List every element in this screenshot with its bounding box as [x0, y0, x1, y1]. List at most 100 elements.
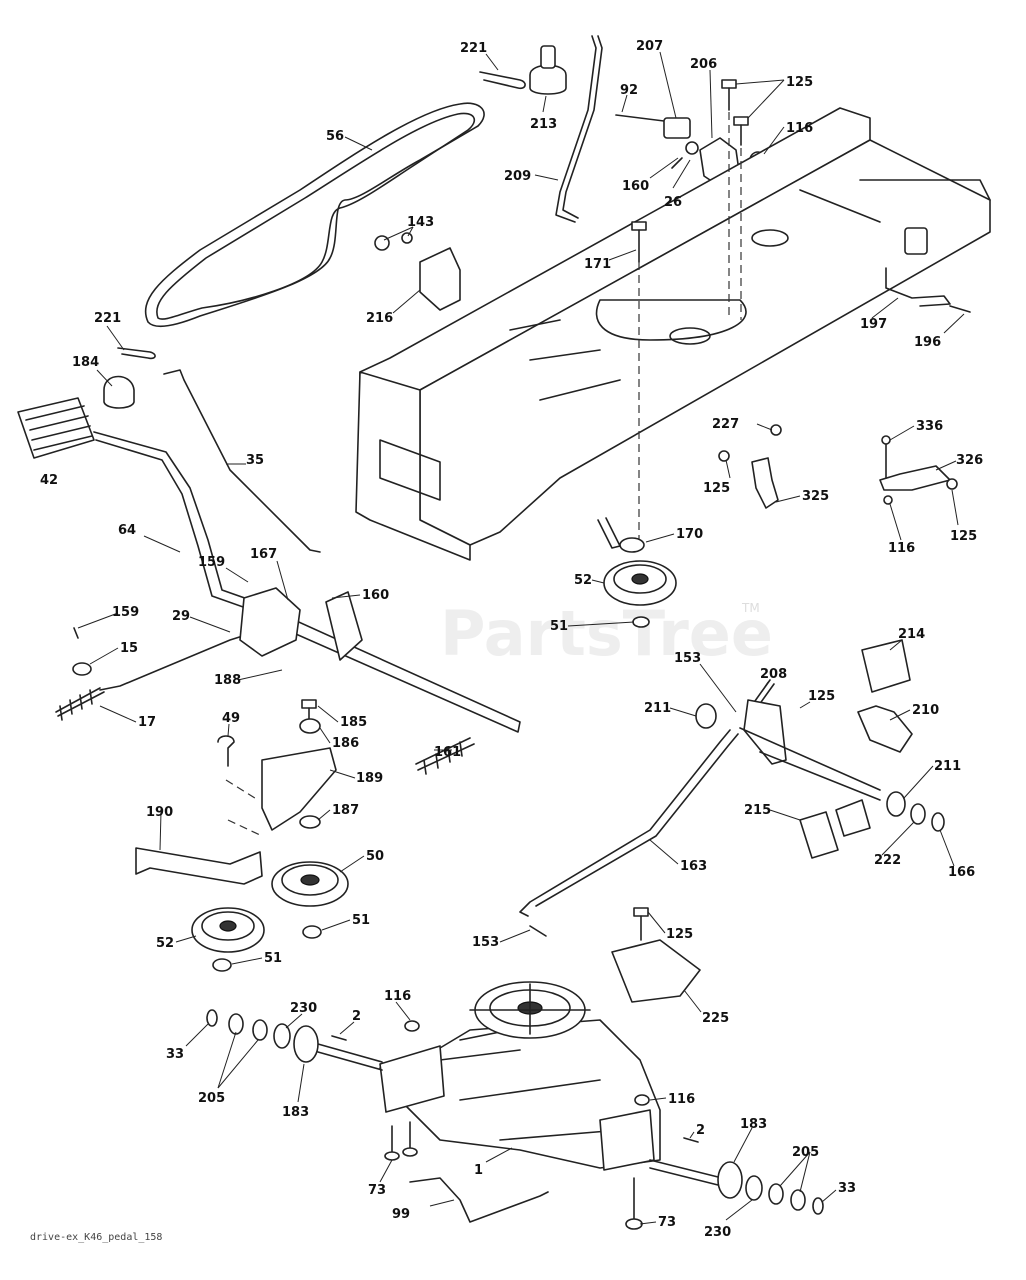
pedal-pad-214[interactable]: [861, 639, 911, 693]
bracket-216[interactable]: [374, 232, 461, 311]
bushing-211-right[interactable]: [886, 791, 906, 817]
key-2-right[interactable]: [683, 1137, 699, 1143]
watermark-text: PartsTree: [440, 597, 773, 670]
bushing-183-left[interactable]: [293, 1025, 319, 1063]
screw-196[interactable]: [949, 305, 971, 313]
rod-163[interactable]: [519, 729, 731, 917]
hairpin-clip-left[interactable]: [117, 347, 156, 360]
pulley-52-lower[interactable]: [191, 907, 265, 953]
pedal-arm-215[interactable]: [835, 799, 871, 837]
callout-73: 73: [658, 1215, 676, 1230]
callout-167: 167: [250, 547, 277, 562]
shift-rod[interactable]: [555, 35, 597, 223]
callout-64: 64: [118, 523, 136, 538]
callout-15: 15: [120, 641, 138, 656]
washer-230-right[interactable]: [745, 1175, 763, 1201]
spring-17[interactable]: [55, 687, 105, 721]
drive-belt[interactable]: [144, 102, 485, 328]
callout-116: 116: [384, 989, 411, 1004]
bushing-183-right[interactable]: [717, 1161, 743, 1199]
callout-160: 160: [362, 588, 389, 603]
key-2-left[interactable]: [331, 1035, 347, 1041]
shift-bracket[interactable]: [615, 114, 741, 189]
washer-230-left[interactable]: [273, 1023, 291, 1049]
axle-right[interactable]: [649, 1159, 723, 1179]
washer-205-right-b[interactable]: [790, 1189, 806, 1211]
nut-51-lower[interactable]: [212, 958, 232, 972]
callout-190: 190: [146, 805, 173, 820]
callout-42: 42: [40, 473, 58, 488]
nut-125-325[interactable]: [718, 450, 730, 462]
callout-35: 35: [246, 453, 264, 468]
pedal-grip[interactable]: [17, 397, 95, 459]
hairpin-clip-top[interactable]: [479, 71, 526, 90]
pedal-bracket-167[interactable]: [239, 587, 301, 657]
frame-chassis[interactable]: [355, 107, 991, 561]
spring-161[interactable]: [415, 737, 475, 775]
callout-143: 143: [407, 215, 434, 230]
washer-15[interactable]: [72, 662, 92, 676]
callout-2: 2: [696, 1123, 705, 1138]
bracket-326[interactable]: [879, 465, 951, 491]
washer-222[interactable]: [910, 803, 926, 825]
nut-125-326[interactable]: [946, 478, 958, 490]
clip-33-left[interactable]: [206, 1009, 218, 1027]
callout-225: 225: [702, 1011, 729, 1026]
washer-205-left-b[interactable]: [228, 1013, 244, 1035]
washer-170[interactable]: [619, 537, 645, 553]
nut-116-right[interactable]: [634, 1094, 650, 1106]
rod-99[interactable]: [409, 1177, 549, 1223]
axle-left[interactable]: [317, 1043, 383, 1063]
pin-159-left[interactable]: [73, 627, 79, 639]
bolt-49[interactable]: [217, 735, 235, 767]
callout-230: 230: [704, 1225, 731, 1240]
bushing-211-left[interactable]: [695, 703, 717, 729]
shift-knob[interactable]: [529, 45, 567, 95]
nut-51-center[interactable]: [302, 925, 322, 939]
callout-189: 189: [356, 771, 383, 786]
assembly-line-49b: [227, 819, 261, 836]
callout-209: 209: [504, 169, 531, 184]
callout-51: 51: [264, 951, 282, 966]
nut-116-left[interactable]: [404, 1020, 420, 1032]
bracket-brake-pedal[interactable]: [743, 699, 787, 765]
pedal-210[interactable]: [857, 705, 913, 753]
knob-184[interactable]: [103, 375, 135, 409]
washer-205-left-a[interactable]: [252, 1019, 268, 1041]
callout-51: 51: [550, 619, 568, 634]
bolts-73-left[interactable]: [384, 1121, 418, 1161]
pulley-52-upper[interactable]: [603, 560, 677, 606]
callout-153: 153: [472, 935, 499, 950]
callout-161: 161: [434, 745, 461, 760]
callout-170: 170: [676, 527, 703, 542]
callout-49: 49: [222, 711, 240, 726]
clip-33-right[interactable]: [812, 1197, 824, 1215]
bolt-171[interactable]: [631, 221, 647, 263]
callout-227: 227: [712, 417, 739, 432]
pulley-50[interactable]: [271, 861, 349, 907]
nut-227[interactable]: [770, 424, 782, 436]
bracket-190[interactable]: [135, 847, 263, 885]
nut-116-326[interactable]: [883, 495, 893, 505]
pin-153-lower[interactable]: [529, 925, 547, 937]
callout-188: 188: [214, 673, 241, 688]
callout-211: 211: [934, 759, 961, 774]
rod-35[interactable]: [163, 369, 321, 553]
nut-51-upper[interactable]: [632, 616, 650, 628]
bracket-325[interactable]: [751, 457, 779, 509]
transaxle[interactable]: [379, 981, 661, 1171]
pedal-215[interactable]: [799, 811, 839, 859]
washer-205-right-a[interactable]: [768, 1183, 784, 1205]
spring-arm-170[interactable]: [597, 517, 621, 549]
idler-bracket[interactable]: [261, 699, 337, 831]
bracket-225[interactable]: [611, 907, 701, 1003]
bolt-125-top[interactable]: [721, 79, 749, 146]
clip-166[interactable]: [931, 812, 945, 832]
lever-197[interactable]: [885, 267, 951, 307]
callout-125: 125: [808, 689, 835, 704]
pedal-shaft[interactable]: [93, 431, 291, 615]
bolts-73-right[interactable]: [625, 1177, 643, 1230]
callout-99: 99: [392, 1207, 410, 1222]
callout-208: 208: [760, 667, 787, 682]
callout-214: 214: [898, 627, 925, 642]
